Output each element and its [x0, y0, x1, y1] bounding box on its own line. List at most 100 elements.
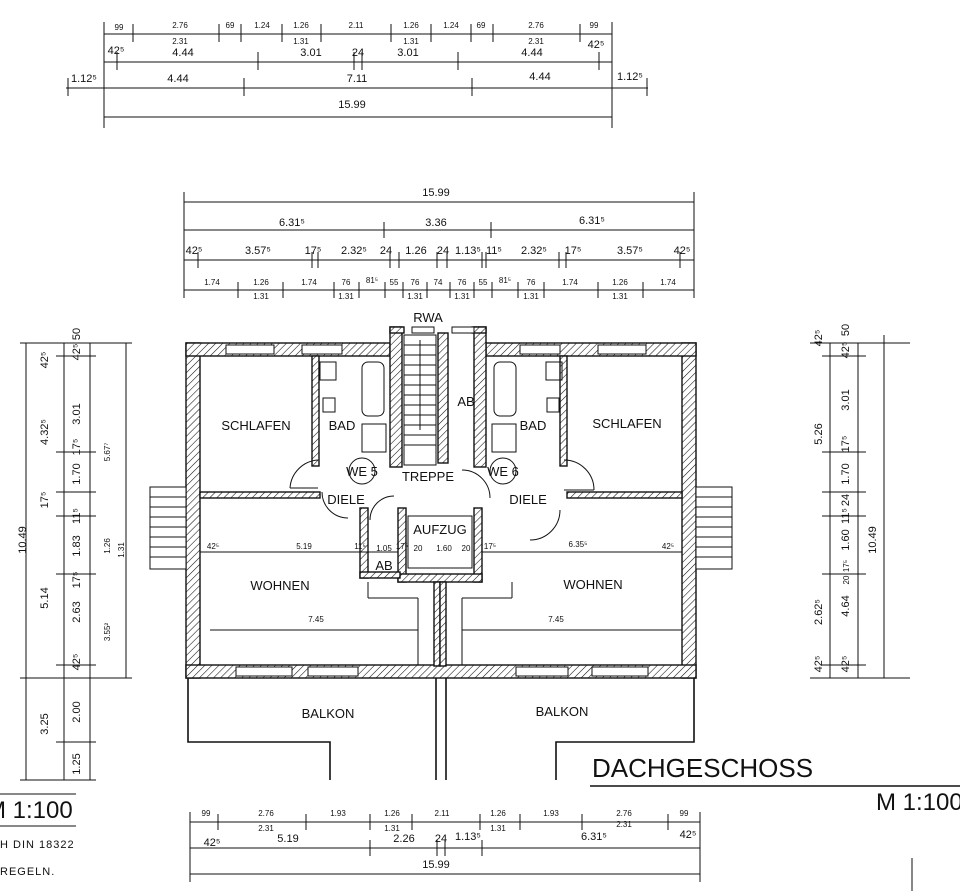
- dim-right-175-a: 17⁵: [840, 436, 852, 453]
- dim-int-6355: 6.35⁵: [569, 540, 588, 549]
- dim-left-m-425: 42⁵: [39, 352, 51, 369]
- dim-int-105: 1.05: [376, 544, 392, 553]
- dim-bot-126-r: 1.26: [490, 809, 506, 818]
- dim-plan-r4-7: 74: [434, 278, 443, 287]
- dim-int-20-l: 20: [414, 544, 423, 553]
- dim-right-m-425-a: 42⁵: [813, 330, 825, 347]
- dim-bot-1135: 1.13⁵: [455, 831, 481, 843]
- interior-dimension-lines: [200, 515, 682, 665]
- label-aufzug: AUFZUG: [413, 522, 466, 537]
- dim-top-24: 24: [352, 47, 364, 59]
- dim-right-301: 3.01: [840, 389, 852, 410]
- dim-plan-r4-6: 76: [411, 278, 420, 287]
- label-bad-left: BAD: [329, 418, 356, 433]
- label-schlafen-left: SCHLAFEN: [221, 418, 290, 433]
- dim-plan-r3-11: 3.57⁵: [617, 245, 643, 257]
- dim-top-sub-231-r: 2.31: [528, 37, 544, 46]
- dim-bot-sub-231-r: 2.31: [616, 820, 632, 829]
- top-dimension-chain: 99 2.76 69 1.24 1.26 2.11 1.26 1.24 69 2…: [66, 21, 648, 128]
- dim-left-175-b: 17⁵: [71, 572, 83, 589]
- dim-right-115: 11⁵: [840, 508, 852, 524]
- label-balkon-right: BALKON: [536, 704, 589, 719]
- dim-top-124-l: 1.24: [254, 21, 270, 30]
- label-diele-left: DIELE: [327, 492, 365, 507]
- dim-bot-sub-131-l: 1.31: [384, 824, 400, 833]
- dim-bot-276-r: 2.76: [616, 809, 632, 818]
- dim-top-1125-r: 1.12⁵: [617, 71, 643, 83]
- dim-left-301: 3.01: [71, 403, 83, 424]
- drawing-title: DACHGESCHOSS: [592, 753, 813, 783]
- dim-top-126-r: 1.26: [403, 21, 419, 30]
- dim-top-444-b-r: 4.44: [529, 71, 550, 83]
- dim-left-425-b: 42⁵: [71, 654, 83, 671]
- dim-top-301-r: 3.01: [397, 47, 418, 59]
- dim-left-i-131: 1.31: [117, 542, 126, 558]
- dim-right-170: 1.70: [840, 463, 852, 484]
- dim-plan-r3-12: 42⁵: [674, 245, 691, 257]
- dim-bot-211: 2.11: [435, 809, 451, 818]
- dim-bot-sub-231-l: 2.31: [258, 824, 274, 833]
- dim-top-425-r: 42⁵: [588, 39, 605, 51]
- dim-top-99-r: 99: [590, 21, 599, 30]
- dim-left-m-4325: 4.32⁵: [39, 419, 51, 445]
- interior-dimension-labels: 42⁵ 5.19 11⁵ 1.05 17⁵ 20 1.60 20 17⁵ 6.3…: [207, 540, 674, 624]
- dim-bot-99-l: 99: [202, 809, 211, 818]
- door-swings: [289, 459, 595, 541]
- dim-int-425-l: 42⁵: [207, 542, 219, 551]
- dim-right-425-b: 42⁵: [813, 656, 825, 673]
- dim-plan-r3-6: 24: [437, 245, 449, 257]
- dim-plan-r4-10: 81⁵: [499, 276, 511, 285]
- dim-plan-sub-5: 1.31: [612, 292, 628, 301]
- dim-plan-r4-2: 1.74: [301, 278, 317, 287]
- left-dimension-chain: 50 42⁵ 3.01 17⁵ 1.70 11⁵ 1.83 17⁵ 2.63 4…: [17, 328, 132, 781]
- dim-bot-126-l: 1.26: [384, 809, 400, 818]
- dim-right-m-526: 5.26: [813, 423, 825, 444]
- dim-left-183: 1.83: [71, 535, 83, 556]
- dim-top-444-b-l: 4.44: [167, 73, 188, 85]
- building-walls: [185, 326, 697, 679]
- right-dimension-chain: 50 42⁵ 3.01 17⁵ 1.70 24 11⁵ 1.60 17⁵ 20 …: [810, 324, 910, 679]
- dim-plan-6315-r: 6.31⁵: [579, 215, 605, 227]
- dim-right-20: 20: [842, 575, 851, 584]
- dim-top-1125-l: 1.12⁵: [71, 73, 97, 85]
- note-din: H DIN 18322: [0, 839, 75, 851]
- title-block: DACHGESCHOSS M 1:100 M 1:100 H DIN 18322…: [0, 753, 960, 891]
- dim-top-276-r: 2.76: [528, 21, 544, 30]
- dim-left-263: 2.63: [71, 601, 83, 622]
- label-ab-top: AB: [457, 394, 474, 409]
- dim-plan-sub-3: 1.31: [454, 292, 470, 301]
- scale-left: M 1:100: [0, 797, 73, 824]
- dim-bot-193-l: 1.93: [330, 809, 346, 818]
- dim-top-total: 15.99: [338, 99, 366, 111]
- dim-left-m-175: 17⁵: [39, 492, 51, 509]
- dim-left-i-5677: 5.67⁷: [103, 443, 112, 462]
- dim-top-69-l: 69: [226, 21, 235, 30]
- label-treppe: TREPPE: [402, 469, 454, 484]
- label-rwa: RWA: [413, 310, 443, 325]
- dim-left-i-3552: 3.55²: [103, 623, 112, 642]
- dim-int-745-l: 7.45: [308, 615, 324, 624]
- dim-bot-6315: 6.31⁵: [581, 831, 607, 843]
- dim-bot-24: 24: [435, 833, 447, 845]
- dim-left-125: 1.25: [71, 753, 83, 774]
- dim-right-m-464: 4.64: [840, 595, 852, 616]
- dim-right-160: 1.60: [840, 529, 852, 550]
- note-regeln: REGELN.: [0, 866, 55, 878]
- dim-top-444-l: 4.44: [172, 47, 193, 59]
- plan-top-dimension-chain: 15.99 6.31⁵ 3.36 6.31⁵ 42⁵ 3.57⁵ 17⁵ 2.3…: [183, 187, 695, 301]
- dim-plan-r3-9: 2.32⁵: [521, 245, 547, 257]
- dim-plan-r4-14: 1.74: [660, 278, 676, 287]
- dim-bot-226: 2.26: [393, 833, 414, 845]
- dim-plan-r3-8: 11⁵: [486, 245, 502, 257]
- dim-plan-r3-2: 17⁵: [305, 245, 322, 257]
- dim-plan-sub-0: 1.31: [253, 292, 269, 301]
- dim-top-711: 7.11: [347, 73, 368, 85]
- dim-plan-r3-5: 1.26: [405, 245, 426, 257]
- dim-left-425-a: 42⁵: [71, 344, 83, 361]
- dim-right-24: 24: [840, 494, 852, 506]
- label-we5: WE 5: [346, 464, 378, 479]
- dim-left-i-126: 1.26: [103, 538, 112, 554]
- dim-left-m-514: 5.14: [39, 587, 51, 608]
- dim-top-425-l: 42⁵: [108, 45, 125, 57]
